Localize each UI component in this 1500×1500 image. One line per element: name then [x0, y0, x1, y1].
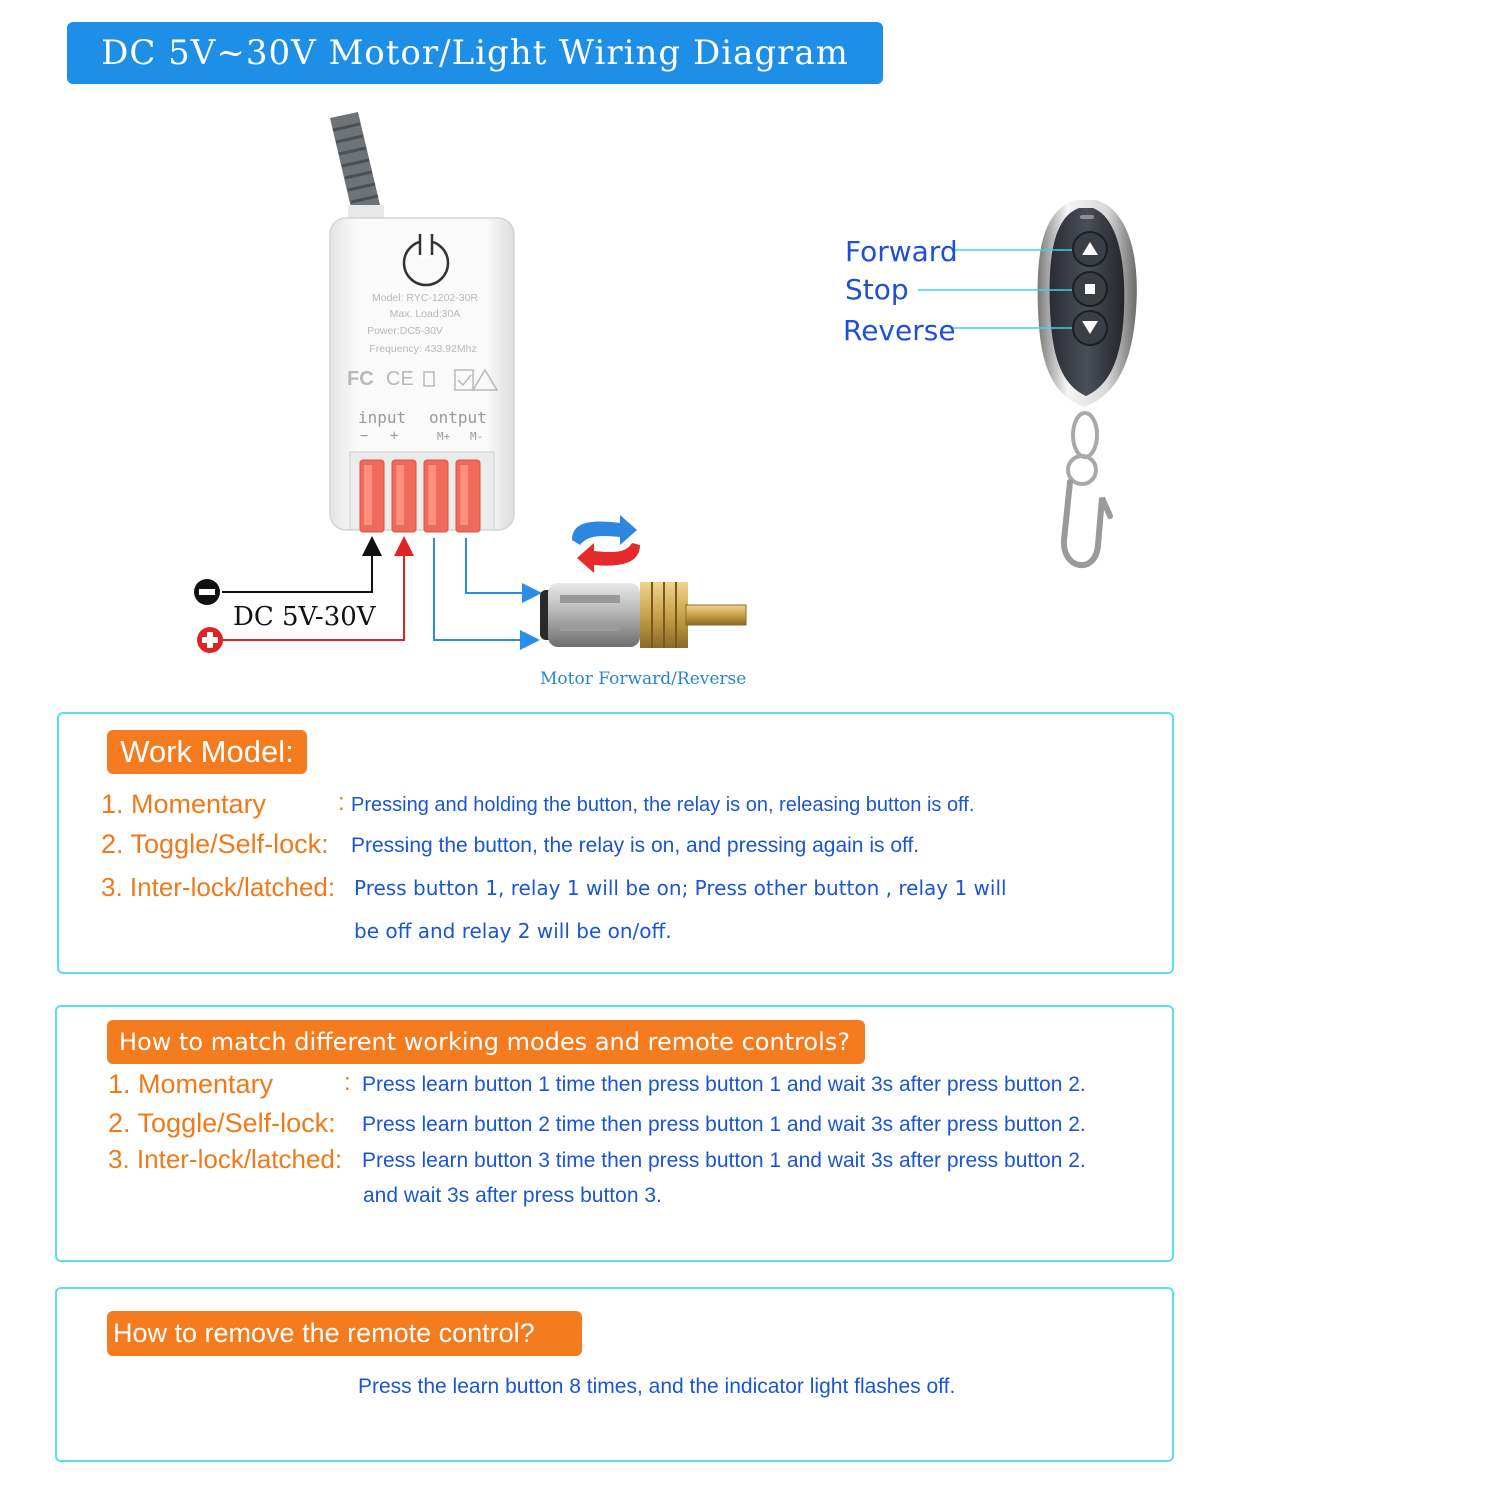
remove-heading: How to remove the remote control?	[107, 1311, 582, 1356]
matching-mode-desc: Press learn button 2 time then press but…	[362, 1113, 1086, 1136]
input-label: input	[358, 408, 407, 427]
antenna	[330, 112, 384, 223]
work-mode-desc: Press button 1, relay 1 will be on; Pres…	[354, 876, 1007, 900]
minus-circle-icon	[194, 579, 220, 605]
work-mode-desc-continued: be off and relay 2 will be on/off.	[354, 919, 672, 943]
input-plus-label: +	[390, 428, 399, 444]
remote-stop-label: Stop	[845, 273, 909, 306]
work-model-heading: Work Model:	[107, 730, 307, 774]
matching-mode-desc: Press learn button 1 time then press but…	[362, 1073, 1086, 1096]
work-mode-desc: Pressing and holding the button, the rel…	[351, 794, 975, 816]
plus-circle-icon	[197, 627, 223, 653]
remote-reverse-label: Reverse	[843, 314, 956, 347]
output-label: ontput	[429, 408, 487, 427]
wiring-diagram	[194, 112, 1137, 653]
remove-desc: Press the learn button 8 times, and the …	[358, 1375, 956, 1398]
work-mode-desc: Pressing the button, the relay is on, an…	[351, 834, 920, 857]
matching-mode-name: 1. Momentary	[108, 1069, 274, 1099]
device-model-text: Model: RYC-1202-30R	[371, 292, 479, 304]
matching-mode-name: 3. Inter-lock/latched:	[108, 1144, 343, 1174]
matching-mode-desc: Press learn button 3 time then press but…	[362, 1149, 1086, 1172]
wires	[222, 536, 542, 650]
supply-voltage-label: DC 5V-30V	[233, 602, 376, 632]
certification-icons	[423, 368, 499, 391]
device-max-load-text: Max. Load:30A	[389, 308, 461, 320]
work-mode-name: 3. Inter-lock/latched:	[101, 872, 336, 902]
page-title: DC 5V~30V Motor/Light Wiring Diagram	[101, 33, 849, 73]
work-mode-name: 2. Toggle/Self-lock:	[101, 829, 329, 859]
matching-mode-desc-continued: and wait 3s after press button 3.	[363, 1184, 662, 1207]
device-frequency-text: Frequency: 433.92Mhz	[369, 343, 477, 355]
remote-leader-lines	[918, 249, 1072, 329]
work-mode-separator: :	[338, 789, 345, 816]
matching-mode-separator: :	[344, 1069, 351, 1096]
work-mode-name: 1. Momentary	[101, 789, 267, 819]
motor-caption: Motor Forward/Reverse	[540, 669, 747, 689]
title-banner: DC 5V~30V Motor/Light Wiring Diagram	[67, 22, 883, 84]
remote-forward-label: Forward	[845, 235, 958, 268]
fcc-mark: FC	[347, 368, 374, 390]
matching-heading: How to match different working modes and…	[107, 1020, 865, 1064]
rotation-arrows-icon	[572, 515, 640, 573]
motor	[540, 582, 747, 648]
output-mminus-label: M-	[470, 430, 484, 443]
up-triangle-icon	[1082, 242, 1098, 255]
square-icon	[1085, 284, 1095, 294]
device-power-text: Power:DC5-30V	[367, 325, 443, 337]
output-mplus-label: M+	[437, 430, 451, 443]
ce-mark: CE	[386, 368, 414, 390]
remote-control	[1037, 200, 1137, 568]
receiver-module	[329, 217, 515, 533]
input-minus-label: −	[360, 428, 369, 444]
down-triangle-icon	[1082, 321, 1098, 334]
matching-mode-name: 2. Toggle/Self-lock:	[108, 1108, 336, 1138]
